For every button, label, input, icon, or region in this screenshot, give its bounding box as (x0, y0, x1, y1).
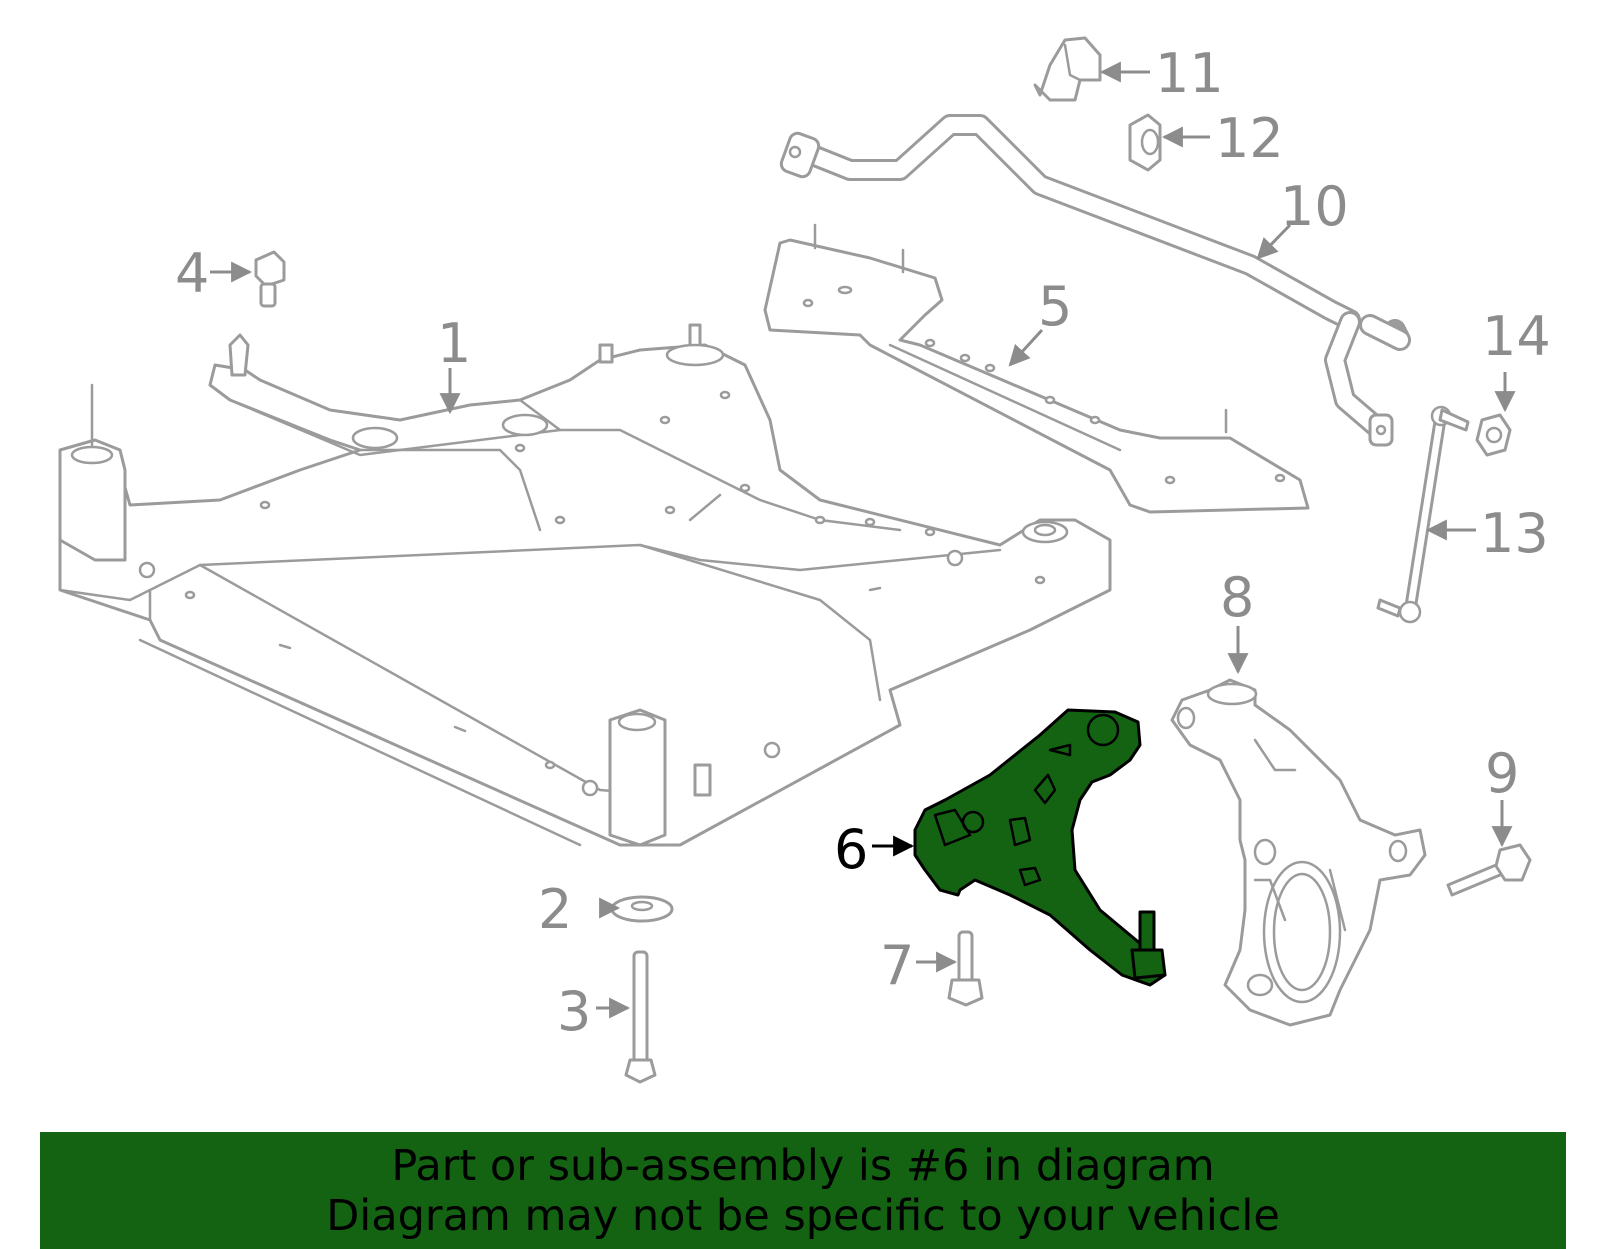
bracket-part (1033, 36, 1102, 102)
callout-7: 7 (880, 934, 914, 997)
bolt-3-part (624, 950, 657, 1084)
nut-14-part (1475, 413, 1512, 457)
lower-control-arm-part (913, 708, 1167, 987)
callout-1: 1 (437, 312, 471, 375)
bolt-4-part (254, 250, 286, 308)
bolt-9-part (1446, 843, 1532, 897)
callout-10: 10 (1280, 175, 1349, 238)
callout-12: 12 (1215, 107, 1284, 170)
banner-line-1: Part or sub-assembly is #6 in diagram (391, 1140, 1215, 1191)
control-arm-body (913, 708, 1167, 987)
callout-9: 9 (1485, 742, 1519, 805)
callout-2: 2 (538, 878, 572, 941)
stabilizer-link-part (1376, 405, 1470, 624)
stabilizer-bar-part (779, 114, 1411, 447)
banner-line-2: Diagram may not be specific to your vehi… (326, 1190, 1280, 1241)
brace-part (763, 223, 1310, 514)
callout-3: 3 (557, 980, 591, 1043)
callout-6: 6 (834, 818, 868, 881)
callout-8: 8 (1220, 566, 1254, 629)
callout-13: 13 (1480, 502, 1549, 565)
callout-4: 4 (175, 242, 209, 305)
info-banner: Part or sub-assembly is #6 in diagram Di… (40, 1132, 1566, 1249)
knuckle-part (1170, 678, 1427, 1027)
callout-5: 5 (1038, 275, 1072, 338)
callout-arrows (210, 61, 1516, 1019)
subframe-part (58, 323, 1112, 847)
washer-2-part (610, 895, 674, 923)
banner-background (40, 1132, 1566, 1249)
bolt-7-part (947, 930, 984, 1007)
bushing-part (1128, 113, 1162, 172)
callout-numbers: 1 2 3 4 5 6 7 8 9 10 11 12 13 14 (175, 42, 1551, 1043)
callout-14: 14 (1482, 305, 1551, 368)
callout-11: 11 (1155, 42, 1224, 105)
